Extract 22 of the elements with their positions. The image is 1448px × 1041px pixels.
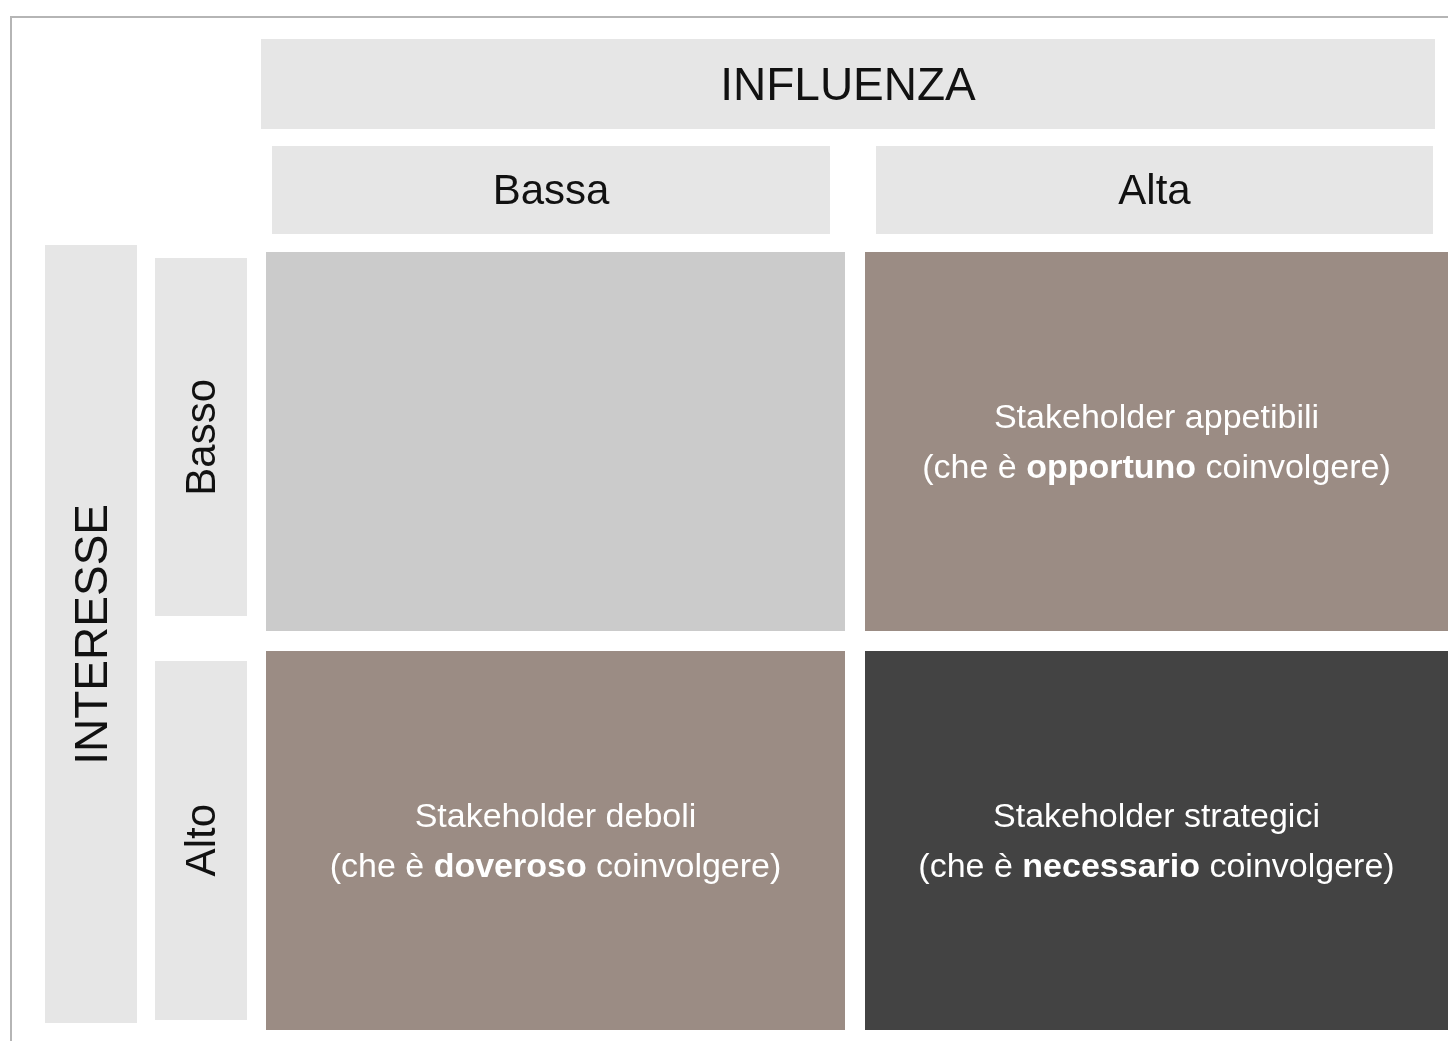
row-header — [155, 661, 247, 1020]
axis-label: Alto — [175, 804, 225, 877]
axis-label: Basso — [175, 378, 225, 496]
quadrant-title: Stakeholder deboli — [414, 795, 697, 837]
quadrant-box — [865, 651, 1448, 1030]
quadrant-box — [865, 252, 1448, 631]
axis-label: Alta — [1118, 164, 1191, 215]
quadrant-box — [266, 252, 845, 631]
column-header — [261, 39, 1435, 129]
quadrant-note: (che è opportuno coinvolgere) — [922, 445, 1391, 487]
quadrant-box — [266, 651, 845, 1030]
quadrant-title: Stakeholder strategici — [993, 795, 1320, 837]
column-header — [876, 146, 1433, 234]
row-header — [45, 245, 137, 1023]
axis-label: INFLUENZA — [720, 56, 976, 112]
axis-label: INTERESSE — [63, 503, 118, 765]
column-header — [272, 146, 830, 234]
quadrant-title: Stakeholder appetibili — [993, 396, 1320, 438]
quadrant-note: (che è doveroso coinvolgere) — [329, 844, 782, 886]
axis-label: Bassa — [492, 164, 610, 215]
row-header — [155, 258, 247, 616]
quadrant-note: (che è necessario coinvolgere) — [918, 844, 1395, 886]
